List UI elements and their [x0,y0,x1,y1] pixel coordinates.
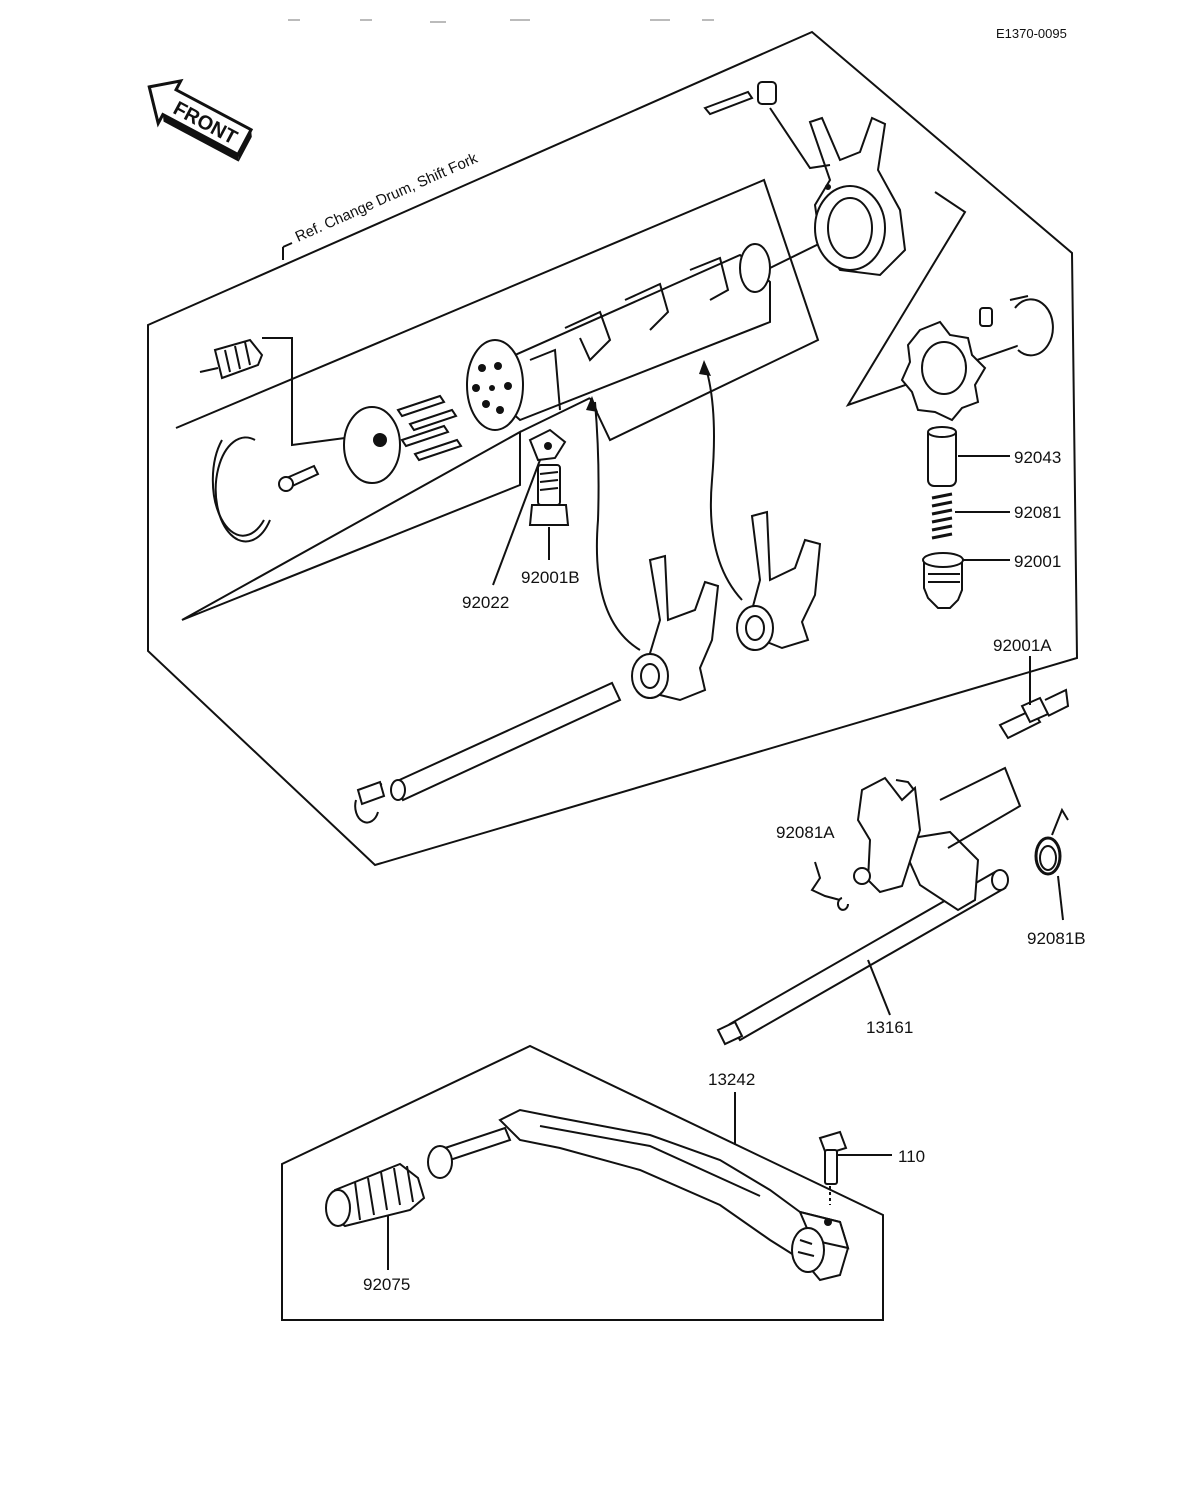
reference-bracket [282,242,293,260]
callout-92001: 92001 [1014,552,1061,571]
shift-pedal [498,1108,850,1282]
detent-plug [922,552,964,609]
scan-marks [288,19,714,23]
stopper-bolt [998,688,1070,740]
detent-spring [931,492,953,540]
shift-arm-plate [853,776,980,912]
stopper-leader [939,766,1022,849]
leader-13161 [867,959,891,1016]
switch-leader-line [262,337,346,447]
fork-arrow-right [705,367,743,601]
pedal-peg [427,1126,512,1179]
fork-shaft [354,681,622,824]
diagram-code: E1370-0095 [996,26,1067,41]
pin-bolt [528,464,570,526]
inner-box-edge [519,397,591,433]
switch-rotor-plate [343,406,401,484]
circlip [211,436,271,543]
shift-shaft [716,869,1009,1046]
callout-92081A: 92081A [776,823,835,842]
callout-92081: 92081 [1014,503,1061,522]
callout-110: 110 [898,1147,925,1166]
outer-frame [147,30,1079,867]
rotor-pins [396,394,463,462]
front-arrow-icon: FRONT [147,78,254,162]
detent-star-wheel [900,295,1054,422]
callout-92043: 92043 [1014,448,1061,467]
lock-washer [528,428,567,462]
callout-92081B: 92081B [1027,929,1086,948]
neutral-switch [199,338,264,380]
shift-fork-right [736,510,822,651]
shift-fork-left [631,554,720,702]
callout-92001B: 92001B [521,568,580,587]
callout-92001A: 92001A [993,636,1052,655]
leader-92081B [1057,875,1064,921]
callout-13161: 13161 [866,1018,913,1037]
callout-92075: 92075 [363,1275,410,1294]
callout-92022: 92022 [462,593,509,612]
pedal-bolt [818,1130,848,1205]
pedal-rubber [325,1162,426,1228]
shift-arm-spring [810,861,849,911]
fork-arrow-left [594,401,641,651]
detent-plunger [927,426,957,487]
fork-arrow-right-head [699,360,711,376]
inner-reference-box [175,178,820,621]
callout-13242: 13242 [708,1070,755,1089]
reference-note: Ref. Change Drum, Shift Fork [293,150,481,246]
cotter-pin [703,81,831,170]
change-drum [466,243,771,431]
rotor-screw [278,464,320,492]
leader-92022 [492,459,541,586]
fork-arrow-left-head [586,396,598,412]
return-spring [1034,807,1069,876]
shift-fork-ring [808,116,907,277]
pedal-frame [281,1044,884,1321]
